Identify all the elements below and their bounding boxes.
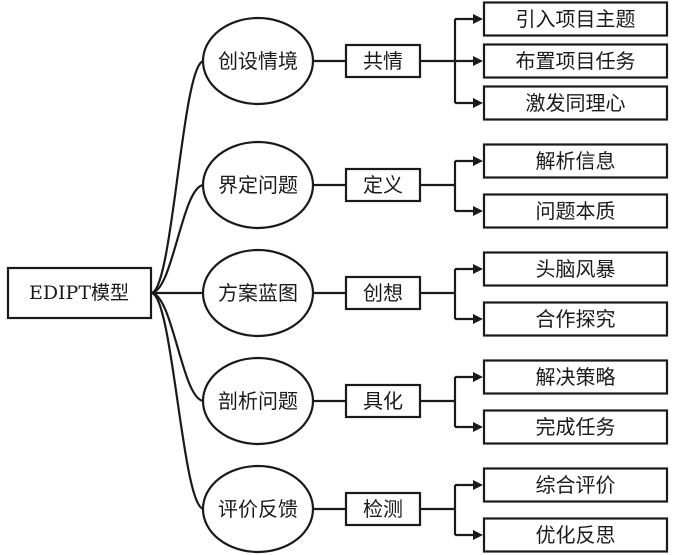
outcome-node-4-2	[482, 409, 669, 445]
root-connector-2	[150, 183, 205, 295]
stage-label-4: 剖析问题	[218, 389, 298, 413]
action-node-2	[344, 167, 422, 203]
arrowhead-5-2	[473, 530, 483, 540]
outcome-node-5-1	[482, 467, 669, 503]
root-node-label: EDIPT模型	[29, 282, 129, 304]
arrowhead-1-1	[473, 14, 483, 24]
action-node-5	[344, 491, 422, 527]
arrowhead-3-1	[473, 264, 483, 274]
stage-label-5: 评价反馈	[218, 497, 298, 521]
arrowhead-4-2	[473, 422, 483, 432]
stage-label-2: 界定问题	[218, 173, 298, 197]
outcome-label-4-2: 完成任务	[536, 415, 616, 439]
arrowhead-4-1	[473, 372, 483, 382]
outcome-label-2-1: 解析信息	[536, 149, 616, 173]
outcome-node-5-2	[482, 517, 669, 553]
stage-node-5	[201, 464, 315, 554]
outcome-node-4-1	[482, 359, 669, 395]
arrowhead-1-2	[473, 56, 483, 66]
arrowhead-1-3	[473, 98, 483, 108]
outcome-node-3-1	[482, 251, 669, 287]
outcome-label-1-1: 引入项目主题	[516, 7, 636, 31]
stage-node-1	[201, 16, 315, 106]
outcome-label-5-1: 综合评价	[536, 473, 616, 497]
root-connector-4	[150, 291, 205, 403]
connector-lines	[150, 14, 483, 540]
action-node-1	[344, 43, 422, 79]
action-label-3: 创想	[363, 281, 403, 305]
arrowhead-5-1	[473, 480, 483, 490]
action-node-3	[344, 275, 422, 311]
outcome-node-1-2	[482, 43, 669, 79]
root-connector-5	[150, 291, 205, 511]
outcome-label-4-1: 解决策略	[536, 365, 616, 389]
root-node-box	[6, 266, 153, 320]
stage-node-4	[201, 356, 315, 446]
stage-label-1: 创设情境	[218, 49, 298, 73]
action-label-5: 检测	[363, 497, 403, 521]
stage-node-2	[201, 140, 315, 230]
outcome-node-1-3	[482, 85, 669, 121]
outcome-label-5-2: 优化反思	[536, 523, 616, 547]
stage-node-3	[201, 248, 315, 338]
outcome-label-1-3: 激发同理心	[526, 91, 626, 115]
outcome-node-2-1	[482, 143, 669, 179]
action-label-1: 共情	[363, 49, 403, 73]
arrowhead-2-1	[473, 156, 483, 166]
outcome-label-3-1: 头脑风暴	[536, 257, 616, 281]
outcome-node-3-2	[482, 301, 669, 337]
outcome-label-1-2: 布置项目任务	[516, 49, 636, 73]
action-node-4	[344, 383, 422, 419]
root-connector-1	[150, 59, 205, 295]
action-label-4: 具化	[363, 389, 403, 413]
outcome-label-2-2: 问题本质	[536, 199, 616, 223]
stage-label-3: 方案蓝图	[218, 281, 298, 305]
action-label-2: 定义	[363, 173, 403, 197]
outcome-label-3-2: 合作探究	[536, 307, 616, 331]
arrowhead-3-2	[473, 314, 483, 324]
outcome-node-2-2	[482, 193, 669, 229]
outcome-node-1-1	[482, 1, 669, 37]
arrowhead-2-2	[473, 206, 483, 216]
